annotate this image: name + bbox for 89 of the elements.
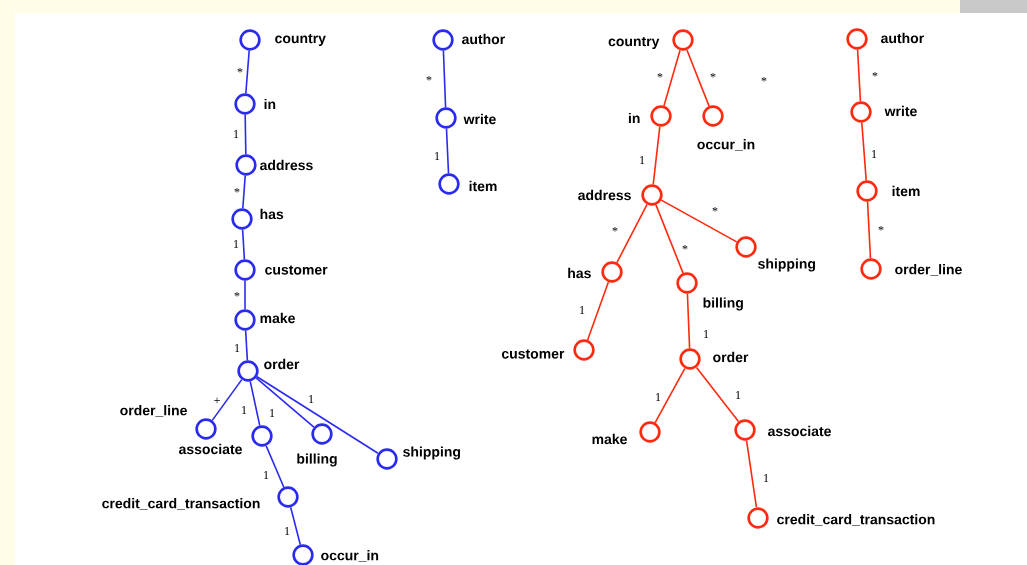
node-label: make [592,433,627,445]
node-label: author [881,32,924,44]
node-label: item [469,180,497,192]
multiplicity-label: 1 [872,150,877,158]
node-label: associate [768,425,831,437]
node-label: author [462,33,505,45]
connector-line [655,204,684,274]
multiplicity-label: 1 [764,474,769,482]
node-label: shipping [758,258,816,272]
multiplicity-label: 1 [309,395,314,403]
node-label: billing [703,297,743,311]
node-label: billing [297,453,337,467]
node-label: write [884,105,917,117]
multiplicity-label: 1 [435,152,440,160]
multiplicity-label: * [872,72,878,77]
multiplicity-label: 1 [580,306,585,314]
node-label: occur_in [321,550,379,562]
multiplicity-label: * [712,207,718,212]
multiplicity-label: 1 [640,156,645,164]
connector-line [586,281,610,341]
connector-line [856,48,862,103]
multiplicity-label: 1 [736,391,741,399]
connector-line [211,378,243,422]
node-label: in [628,112,640,124]
connector-line [289,506,302,546]
connector-line [745,439,758,509]
connector-line [255,377,315,428]
connector-line [686,49,710,107]
multiplicity-label: * [878,226,884,231]
connector-line [244,279,246,311]
multiplicity-label: + [214,397,220,404]
multiplicity-label: * [426,76,432,81]
multiplicity-label: 1 [242,406,247,414]
node-label: write [463,113,496,125]
connector-line [695,366,740,423]
multiplicity-label: 1 [656,393,661,401]
multiplicity-label: * [761,77,767,82]
connector-line [654,367,686,424]
connector-line [616,203,648,264]
connector-line [242,174,246,210]
node-label: customer [501,349,565,359]
connector-line [265,445,285,488]
multiplicity-label: * [234,292,240,297]
connector-line [866,200,872,260]
node-label: country [608,37,660,50]
connector-line [663,49,681,107]
node-label: in [264,98,276,110]
multiplicity-label: * [234,188,240,193]
multiplicity-label: * [612,227,618,232]
node-label: customer [265,265,328,275]
multiplicity-label: 1 [235,344,240,352]
connector-line [660,199,738,243]
multiplicity-label: * [710,73,716,78]
node-label: has [568,267,591,279]
multiplicity-label: * [657,73,663,78]
node-label: country [275,34,326,47]
node-label: shipping [403,446,460,460]
node-label: address [260,159,313,171]
multiplicity-label: 1 [234,130,239,138]
multiplicity-label: 1 [264,471,269,479]
node-label: order [264,358,300,370]
connector-line [686,292,691,350]
connector-line [241,228,246,261]
node-label: address [578,189,631,201]
multiplicity-label: * [682,245,688,250]
connector-line [652,125,661,186]
node-label: has [260,208,284,220]
multiplicity-label: 1 [270,409,275,417]
multiplicity-label: 1 [234,240,239,248]
connector-line [861,121,867,182]
connector-line [249,380,261,427]
multiplicity-label: 1 [704,330,709,338]
connector-line [244,113,247,156]
connector-line [244,329,249,362]
node-label: occur_in [697,139,755,151]
node-label: make [260,312,295,324]
connector-line [445,127,450,175]
node-label: order [713,351,749,363]
multiplicity-label: 1 [285,527,290,535]
connector-line [245,49,250,95]
node-label: order_line [120,405,187,417]
node-label: associate [179,443,242,455]
node-label: order_line [895,264,962,276]
connector-line [256,375,379,455]
connector-line [442,49,447,109]
multiplicity-label: * [237,68,243,73]
node-label: credit_card_transaction [102,498,260,510]
node-label: credit_card_transaction [777,514,935,526]
node-label: item [892,185,920,197]
